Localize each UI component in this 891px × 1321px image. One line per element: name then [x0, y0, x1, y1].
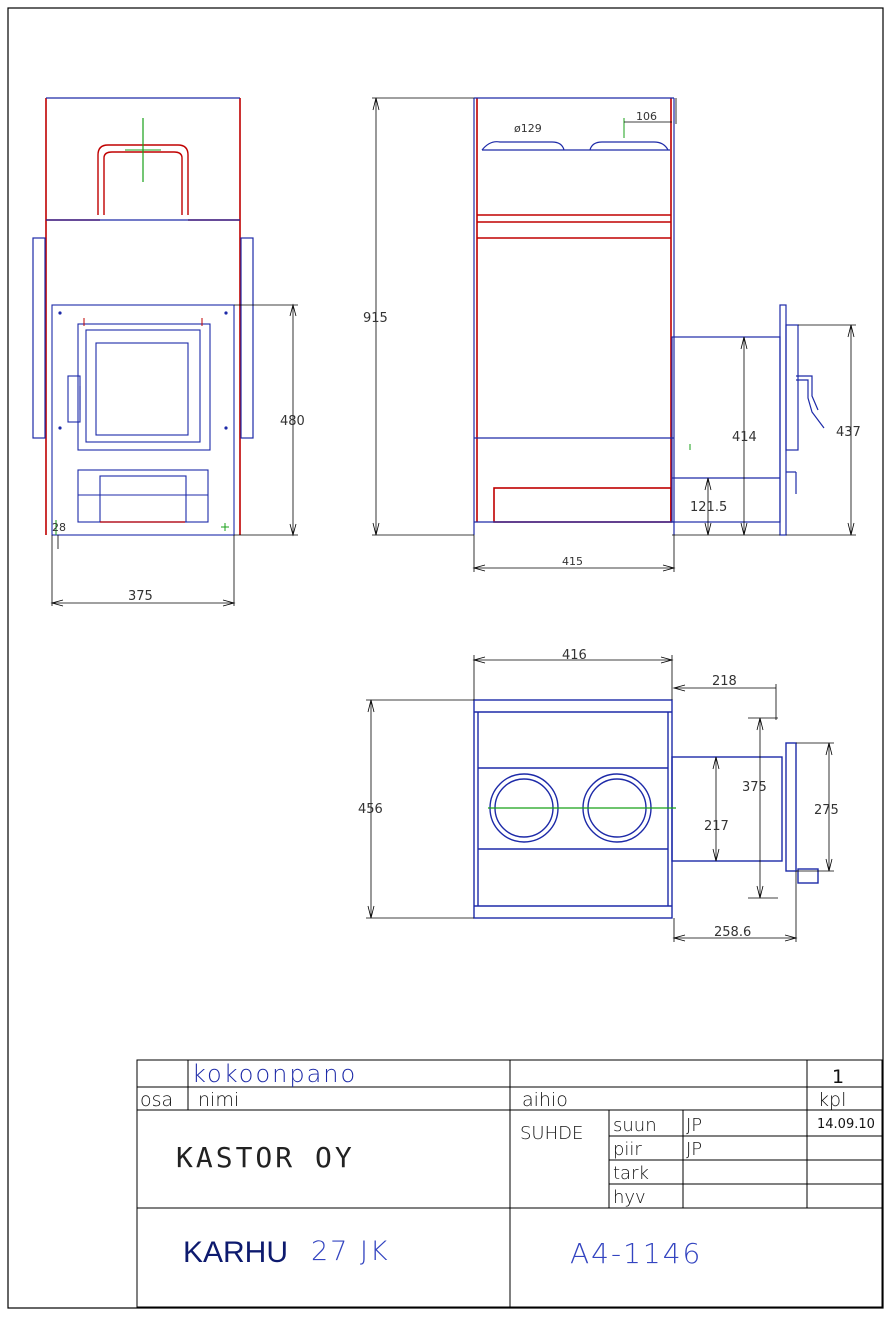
dim-front-height: 480	[280, 414, 305, 429]
front-view: 480 375 28	[32, 97, 305, 607]
dim-side-height: 915	[363, 311, 388, 326]
dim-top-width: 416	[562, 648, 587, 663]
dim-tank-height: 414	[732, 430, 757, 445]
product-name: KARHU	[183, 1236, 288, 1269]
top-view: 416 456 218 375 217	[358, 648, 839, 942]
dim-pipe-diameter: ø129	[514, 122, 542, 135]
title-block: kokoonpano 1 osa nimi aihio kpl KASTOR O…	[136, 1059, 883, 1308]
drawing-number: A4-1146	[570, 1237, 702, 1270]
dim-front-width: 375	[128, 589, 153, 604]
drawn-by: JP	[686, 1139, 702, 1160]
quantity-value: 1	[832, 1066, 844, 1088]
col-part: osa	[140, 1089, 173, 1111]
side-view: 106 ø129 915 415	[363, 97, 861, 572]
col-blank: aihio	[522, 1089, 568, 1111]
col-qty: kpl	[818, 1089, 846, 1111]
dim-tank-offset: 218	[712, 674, 737, 689]
date-value: 14.09.10	[817, 1117, 875, 1132]
product-model: 27 JK	[311, 1236, 390, 1267]
dim-tank-reach: 258.6	[714, 925, 751, 940]
dim-tank-inner: 217	[704, 819, 729, 834]
drawn-label: piir	[613, 1139, 642, 1160]
company-name: KASTOR OY	[176, 1141, 355, 1174]
scale-label: SUHDE	[520, 1123, 583, 1144]
dim-tank-bottom: 121.5	[690, 500, 727, 515]
designed-by: JP	[686, 1115, 702, 1136]
dim-front-small: 28	[52, 521, 66, 534]
dim-side-width: 415	[562, 555, 583, 568]
sheet-border	[7, 7, 884, 1309]
approved-label: hyv	[613, 1187, 646, 1208]
dim-tank-plate: 275	[814, 803, 839, 818]
dim-pipe-offset: 106	[636, 110, 657, 123]
checked-label: tark	[613, 1163, 649, 1184]
col-name: nimi	[198, 1089, 239, 1111]
dim-tank-depth: 375	[742, 780, 767, 795]
assembly-label: kokoonpano	[192, 1060, 357, 1088]
dim-tank-total: 437	[836, 425, 861, 440]
designed-label: suun	[613, 1115, 657, 1136]
dim-top-depth: 456	[358, 802, 383, 817]
